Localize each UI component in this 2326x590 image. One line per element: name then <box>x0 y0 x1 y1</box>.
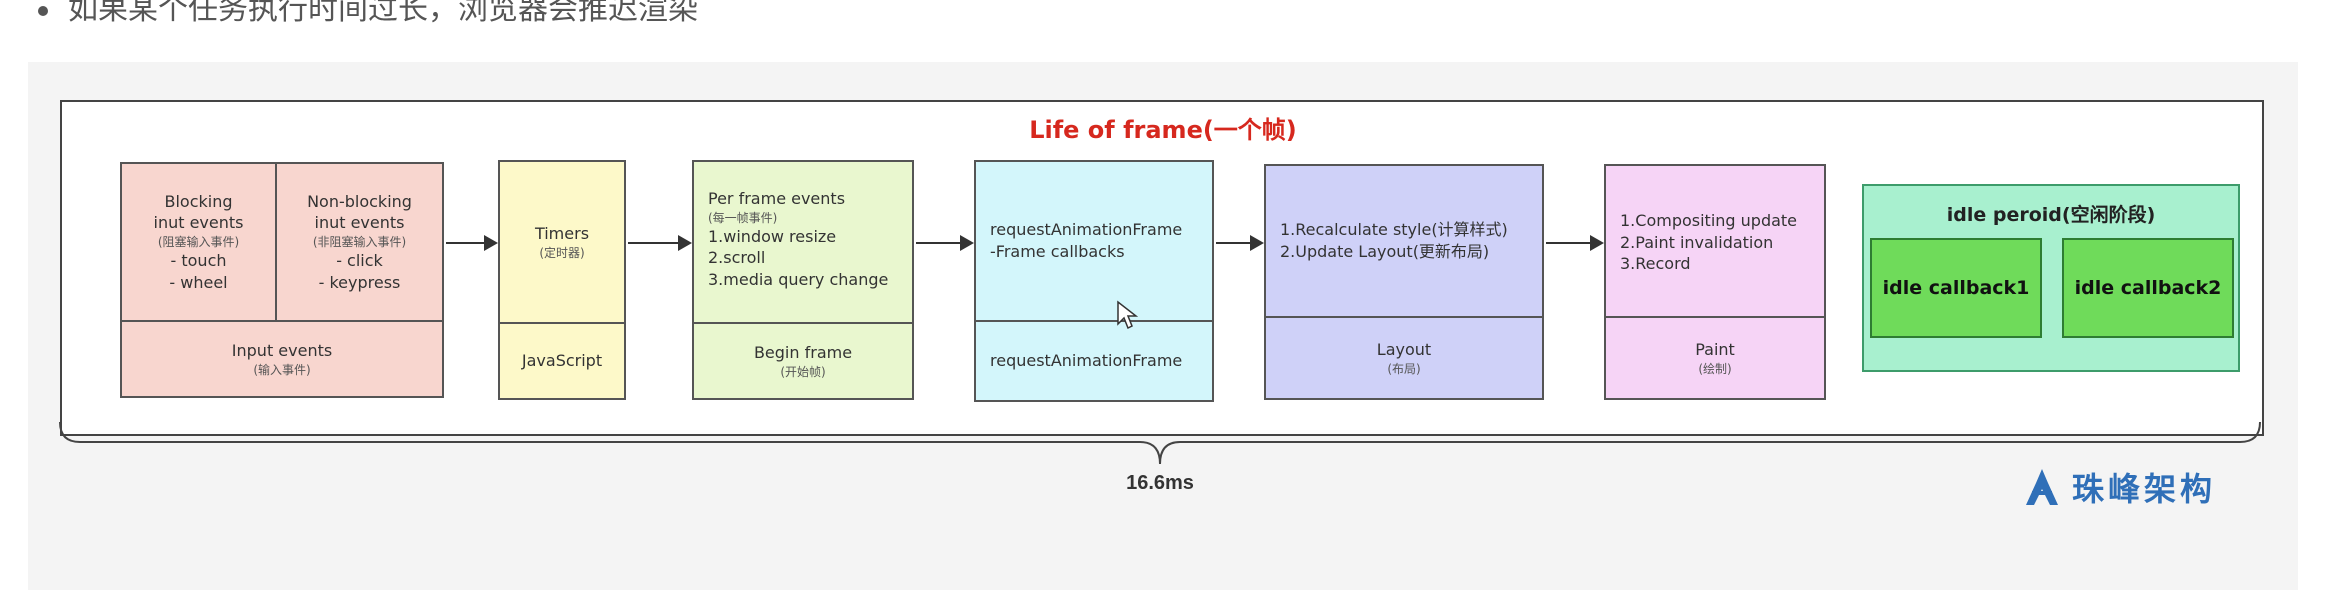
timers-cell: Timers (定时器) <box>500 162 624 324</box>
layout-step-recalc: 1.Recalculate style(计算样式) <box>1280 220 1508 240</box>
timers-box: Timers (定时器) JavaScript <box>498 160 626 400</box>
nonblocking-title-1: Non-blocking <box>307 191 412 211</box>
raf-box: requestAnimationFrame -Frame callbacks r… <box>974 160 1214 402</box>
blocking-sub: (阻塞输入事件) <box>157 234 240 249</box>
brand-logo: 珠峰架构 <box>2020 462 2216 512</box>
frame-events-cell: Per frame events (每一帧事件) 1.window resize… <box>694 162 912 324</box>
paint-label: Paint <box>1695 340 1735 360</box>
paint-steps-cell: 1.Compositing update 2.Paint invalidatio… <box>1606 166 1824 318</box>
layout-footer-cell: Layout (布局) <box>1266 318 1542 398</box>
frame-events-item-media: 3.media query change <box>708 269 889 289</box>
layout-label: Layout <box>1376 340 1432 360</box>
bullet-text-line: 如果某个任务执行时间过长，浏览器会推迟渲染 <box>38 0 698 28</box>
input-events-label: Input events <box>231 341 333 361</box>
idle-callback-2: idle callback2 <box>2062 238 2234 338</box>
frame-events-title: Per frame events <box>708 189 846 208</box>
begin-frame-cell: Begin frame (开始帧) <box>694 324 912 398</box>
nonblocking-item-keypress: - keypress <box>318 272 401 292</box>
idle-callback-1: idle callback1 <box>1870 238 2042 338</box>
nonblocking-title-2: inut events <box>314 213 405 233</box>
paint-step-invalidation: 2.Paint invalidation <box>1620 232 1774 252</box>
layout-steps-cell: 1.Recalculate style(计算样式) 2.Update Layou… <box>1266 166 1542 318</box>
blocking-title-2: inut events <box>153 213 244 233</box>
arrow-input-to-timers <box>446 235 498 251</box>
raf-footer-label: requestAnimationFrame <box>990 351 1183 371</box>
begin-frame-sub: (开始帧) <box>780 364 826 379</box>
raf-callbacks-line-2: -Frame callbacks <box>990 242 1125 261</box>
arrow-raf-to-layout <box>1216 235 1264 251</box>
nonblocking-cell: Non-blocking inut events (非阻塞输入事件) - cli… <box>277 164 442 322</box>
duration-brace <box>59 421 2261 465</box>
frame-events-sub: (每一帧事件) <box>708 210 778 225</box>
frame-events-item-resize: 1.window resize <box>708 226 837 246</box>
nonblocking-item-click: - click <box>336 251 383 271</box>
layout-box: 1.Recalculate style(计算样式) 2.Update Layou… <box>1264 164 1544 400</box>
javascript-label: JavaScript <box>521 351 603 371</box>
blocking-item-touch: - touch <box>170 251 227 271</box>
frame-events-box: Per frame events (每一帧事件) 1.window resize… <box>692 160 914 400</box>
input-events-sub: (输入事件) <box>253 362 311 377</box>
paint-step-compositing: 1.Compositing update <box>1620 211 1798 230</box>
blocking-cell: Blocking inut events (阻塞输入事件) - touch - … <box>122 164 277 322</box>
bullet-text: 如果某个任务执行时间过长，浏览器会推迟渲染 <box>68 0 698 27</box>
blocking-title-1: Blocking <box>164 191 233 211</box>
paint-step-record: 3.Record <box>1620 254 1691 274</box>
paint-footer-cell: Paint (绘制) <box>1606 318 1824 398</box>
bullet-dot <box>38 5 48 16</box>
frame-events-item-scroll: 2.scroll <box>708 248 766 268</box>
paint-box: 1.Compositing update 2.Paint invalidatio… <box>1604 164 1826 400</box>
input-events-box: Blocking inut events (阻塞输入事件) - touch - … <box>120 162 444 398</box>
arrow-timers-to-frame-events <box>628 235 692 251</box>
idle-period-box: idle peroid(空闲阶段) idle callback1 idle ca… <box>1862 184 2240 372</box>
duration-label: 16.6ms <box>1126 472 1194 494</box>
logo-mountain-icon <box>2026 469 2058 505</box>
layout-sub: (布局) <box>1387 361 1421 376</box>
raf-callbacks-line-1: requestAnimationFrame <box>990 220 1183 240</box>
arrow-layout-to-paint <box>1546 235 1604 251</box>
raf-callbacks-cell: requestAnimationFrame -Frame callbacks <box>976 162 1212 322</box>
layout-step-update: 2.Update Layout(更新布局) <box>1280 242 1490 261</box>
begin-frame-label: Begin frame <box>753 343 853 363</box>
arrow-frame-events-to-raf <box>916 235 974 251</box>
paint-sub: (绘制) <box>1698 361 1732 376</box>
raf-footer-cell: requestAnimationFrame <box>976 322 1212 400</box>
mouse-cursor-icon <box>1117 300 1138 330</box>
timers-sub: (定时器) <box>539 245 585 260</box>
logo-text: 珠峰架构 <box>2072 470 2217 508</box>
javascript-cell: JavaScript <box>500 324 624 398</box>
idle-period-title: idle peroid(空闲阶段) <box>1946 204 2156 226</box>
blocking-item-wheel: - wheel <box>169 272 228 292</box>
input-events-footer: Input events (输入事件) <box>122 322 442 396</box>
diagram-title: Life of frame(一个帧) <box>1029 116 1297 144</box>
nonblocking-sub: (非阻塞输入事件) <box>312 234 407 249</box>
timers-label: Timers <box>534 224 590 244</box>
